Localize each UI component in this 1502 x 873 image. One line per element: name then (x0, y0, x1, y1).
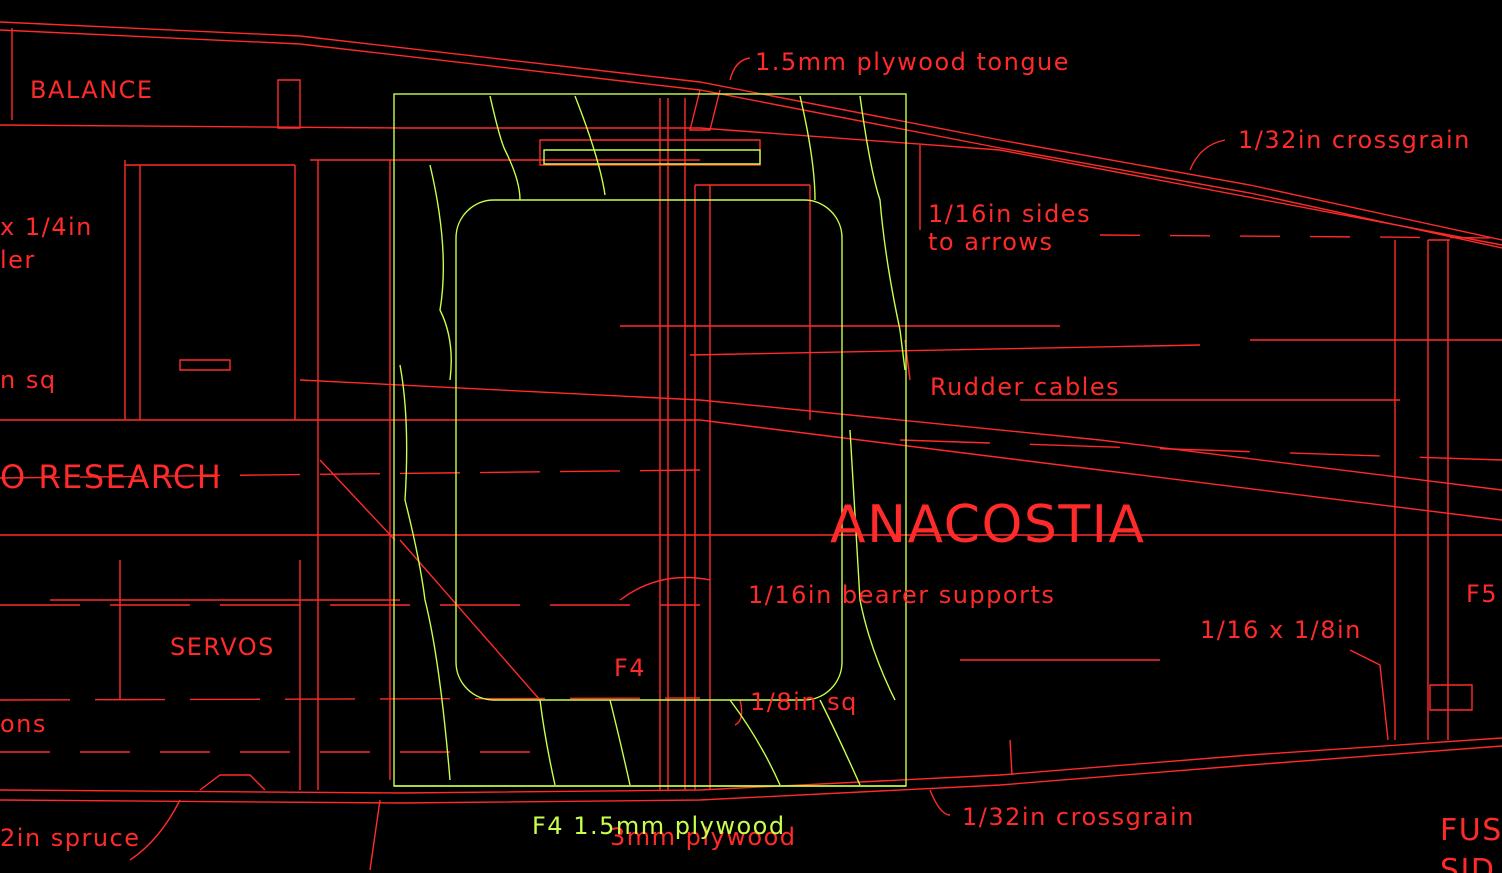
label-bearer-supports: 1/16in bearer supports (748, 581, 1055, 609)
label-crossgrain-bottom: 1/32in crossgrain (962, 803, 1195, 831)
fuselage-outline (0, 21, 1502, 804)
label-fus: FUS (1440, 813, 1502, 848)
label-servos: SERVOS (170, 633, 275, 661)
label-anacostia: ANACOSTIA (830, 495, 1146, 555)
label-f4: F4 (614, 654, 646, 682)
label-f4-plywood: F4 1.5mm plywood (532, 812, 786, 840)
label-x-quarter: x 1/4in (0, 213, 93, 241)
label-f5: F5 (1466, 580, 1498, 608)
label-crossgrain-top: 1/32in crossgrain (1238, 126, 1471, 154)
former-f4 (393, 93, 907, 787)
label-balance: BALANCE (30, 76, 154, 104)
label-sid: SID (1440, 853, 1496, 873)
label-research: O RESEARCH (0, 458, 222, 496)
labels: BALANCE 1.5mm plywood tongue 1/32in cros… (0, 48, 1502, 873)
label-sides-2: to arrows (928, 228, 1054, 256)
label-eighth-sq: 1/8in sq (750, 688, 858, 716)
label-n-sq: n sq (0, 366, 57, 394)
label-3mm-plywood: 3mm plywood (610, 823, 797, 851)
label-sixteen-eighth: 1/16 x 1/8in (1200, 616, 1362, 644)
frames (11, 28, 1473, 790)
label-plywood-tongue: 1.5mm plywood tongue (755, 48, 1070, 76)
stringers (0, 234, 1502, 753)
label-ons: ons (0, 710, 47, 738)
label-rudder-cables: Rudder cables (930, 373, 1120, 401)
label-spruce: 2in spruce (0, 824, 141, 852)
details (129, 57, 1389, 871)
label-ler: ler (0, 246, 36, 274)
label-sides-1: 1/16in sides (928, 200, 1091, 228)
